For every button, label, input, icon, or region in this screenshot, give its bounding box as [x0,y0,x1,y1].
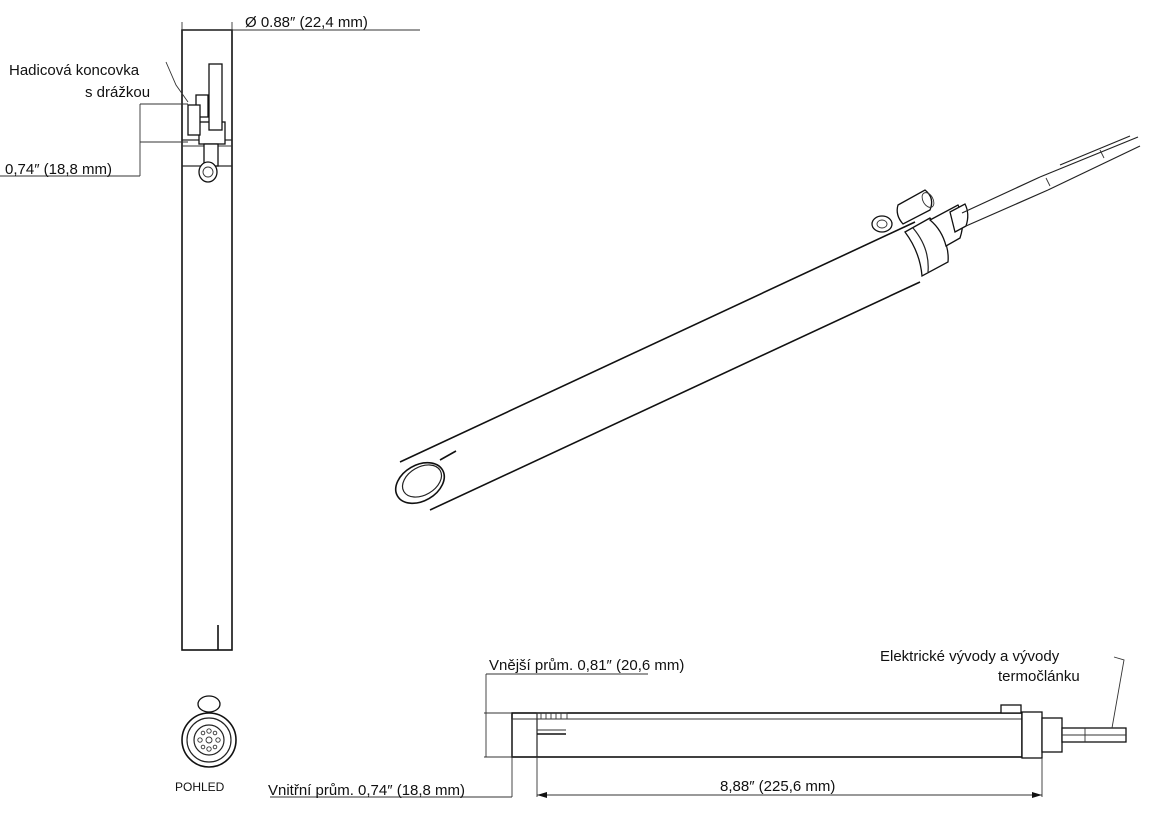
horizontal-clamp-band [1021,711,1043,759]
length-label: 8,88″ (225,6 mm) [720,778,835,795]
hose-fitting-label: Hadicová koncovka [9,62,140,79]
iso-tube-top-edge [399,221,916,463]
vertical-clamp-nut [198,161,218,183]
iso-lead-1 [961,176,1041,214]
end-view-label: POHLED [175,780,225,794]
horizontal-view: Vnější prům. 0,81″ (20,6 mm) Vnitřní prů… [268,648,1127,799]
iso-clamp-screw [871,215,893,233]
leads-label: Elektrické vývody a vývody [880,648,1060,665]
outer-dia-bottom-label: Vnější prům. 0,81″ (20,6 mm) [489,657,684,674]
inner-dia-top-label: 0,74″ (18,8 mm) [5,161,112,178]
inner-dia-bottom-label: Vnitřní prům. 0,74″ (18,8 mm) [268,782,465,799]
iso-tube-open-end [394,461,446,505]
vertical-lead-tube [208,63,223,131]
end-view: POHLED [175,695,237,794]
outer-dia-top-label: Ø 0.88″ (22,4 mm) [245,14,368,31]
hose-fitting-leader [165,61,189,103]
hose-fitting-label-2: s drážkou [85,84,150,101]
isometric-view [394,135,1141,511]
vertical-view: Ø 0.88″ (22,4 mm) Hadicová koncovka s dr… [0,14,420,651]
horizontal-tube [511,712,1023,758]
iso-tube-bottom-edge [429,281,921,511]
leads-label-2: termočlánku [998,668,1080,685]
end-view-outer-circle [181,712,237,768]
leads-leader [1111,656,1125,729]
